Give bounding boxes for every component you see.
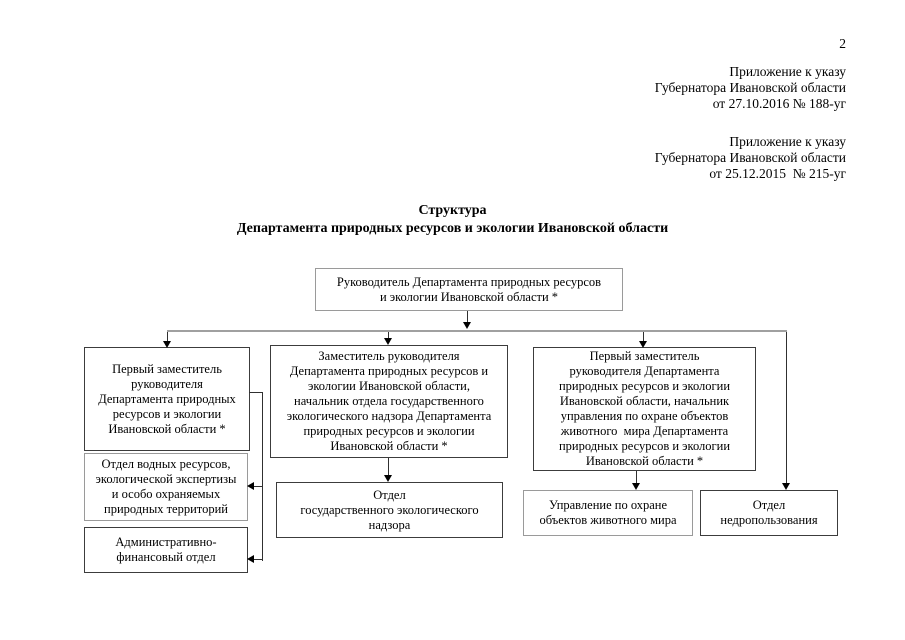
connector-drop-right [643, 332, 644, 341]
org-box-first-deputy-right: Первый заместитель руководителя Департам… [533, 347, 756, 471]
connector-to-water [254, 486, 263, 487]
org-box-admin-finance-dept: Административно- финансовый отдел [84, 527, 248, 573]
arrowhead-down-icon [384, 338, 392, 345]
connector-drop-middle [388, 332, 389, 338]
connector-drop-left [167, 332, 168, 341]
org-box-eco-control-dept: Отдел государственного экологического на… [276, 482, 503, 538]
page-number: 2 [839, 36, 846, 51]
org-box-fauna-protection-dept: Управление по охране объектов животного … [523, 490, 693, 536]
arrowhead-down-icon [163, 341, 171, 348]
appendix-note-2: Приложение к указу Губернатора Ивановско… [654, 134, 846, 181]
connector-to-eco-control [388, 458, 389, 475]
arrowhead-left-icon [247, 555, 254, 563]
connector-left-stub [249, 392, 263, 393]
org-box-subsoil-dept: Отдел недропользования [700, 490, 838, 536]
arrowhead-down-icon [782, 483, 790, 490]
org-box-department-head: Руководитель Департамента природных ресу… [315, 268, 623, 311]
arrowhead-left-icon [247, 482, 254, 490]
connector-to-fauna [636, 471, 637, 483]
connector-distribution-line [167, 330, 787, 332]
connector-left-vertical [262, 392, 263, 561]
org-box-deputy-ecology: Заместитель руководителя Департамента пр… [270, 345, 508, 458]
document-title: Структура Департамента природных ресурсо… [236, 203, 669, 236]
arrowhead-down-icon [463, 322, 471, 329]
arrowhead-down-icon [384, 475, 392, 482]
connector-head-down [467, 311, 468, 322]
connector-to-admin [254, 559, 263, 560]
org-box-water-resources-dept: Отдел водных ресурсов, экологической экс… [84, 453, 248, 521]
connector-to-subsoil [786, 332, 787, 483]
appendix-note-1: Приложение к указу Губернатора Ивановско… [654, 64, 846, 111]
org-box-first-deputy-left: Первый заместитель руководителя Департам… [84, 347, 250, 451]
arrowhead-down-icon [639, 341, 647, 348]
arrowhead-down-icon [632, 483, 640, 490]
